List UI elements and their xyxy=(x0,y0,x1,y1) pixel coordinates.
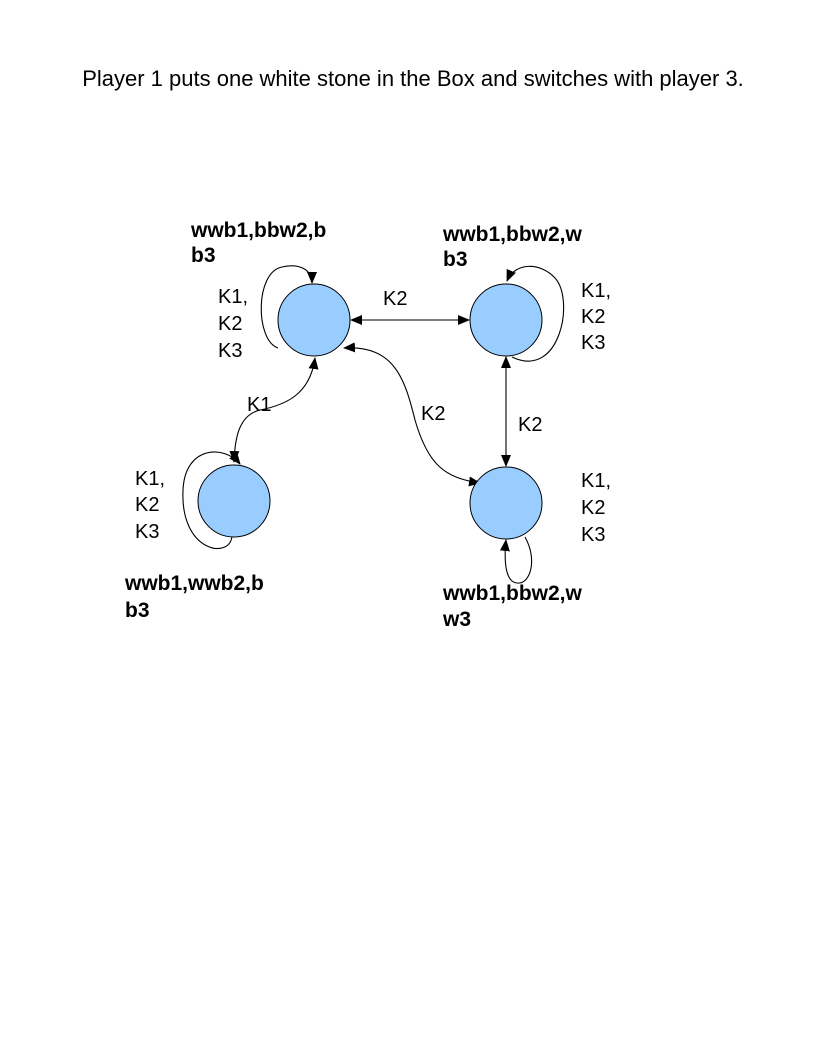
edge-tl-br xyxy=(343,342,481,487)
state-label-top-right-line1: wwb1,bbw2,w xyxy=(442,223,583,246)
loop-label-bottom-right-k1: K1, xyxy=(581,470,611,492)
loop-bottom-left xyxy=(182,451,241,550)
loop-label-top-right-k2: K2 xyxy=(581,306,605,328)
state-node-bottom-right xyxy=(469,466,543,540)
loop-label-bottom-left-k2: K2 xyxy=(135,494,159,516)
edge-label-tl-tr: K2 xyxy=(383,288,407,310)
loop-label-bottom-left-k1: K1, xyxy=(135,468,165,490)
edge-label-tr-br: K2 xyxy=(518,414,542,436)
state-label-bottom-left-line2: b3 xyxy=(125,599,150,622)
edge-label-tl-bl: K1 xyxy=(247,394,271,416)
diagram-caption: Player 1 puts one white stone in the Box… xyxy=(82,66,744,91)
loop-top-right xyxy=(506,265,565,362)
loop-label-bottom-right-k2: K2 xyxy=(581,497,605,519)
state-node-top-right xyxy=(469,283,543,357)
loop-label-top-right-k1: K1, xyxy=(581,280,611,302)
loop-top-left xyxy=(260,265,317,349)
loop-label-bottom-right-k3: K3 xyxy=(581,524,605,546)
state-node-top-left xyxy=(277,283,351,357)
loop-label-top-left-k1: K1, xyxy=(218,286,248,308)
loop-bottom-right xyxy=(499,536,533,584)
loop-label-top-left-k2: K2 xyxy=(218,313,242,335)
state-node-bottom-left xyxy=(197,464,271,538)
edge-tl-bl xyxy=(229,357,319,463)
state-label-top-right-line2: b3 xyxy=(443,248,468,271)
state-label-bottom-left-line1: wwb1,wwb2,b xyxy=(124,572,264,595)
loop-label-top-left-k3: K3 xyxy=(218,340,242,362)
edge-label-tl-br: K2 xyxy=(421,403,445,425)
loop-label-top-right-k3: K3 xyxy=(581,332,605,354)
loop-label-bottom-left-k3: K3 xyxy=(135,521,159,543)
state-label-bottom-right-line2: w3 xyxy=(442,608,471,631)
state-label-top-left-line2: b3 xyxy=(191,244,216,267)
state-label-bottom-right-line1: wwb1,bbw2,w xyxy=(442,582,583,605)
state-label-top-left-line1: wwb1,bbw2,b xyxy=(190,219,326,242)
